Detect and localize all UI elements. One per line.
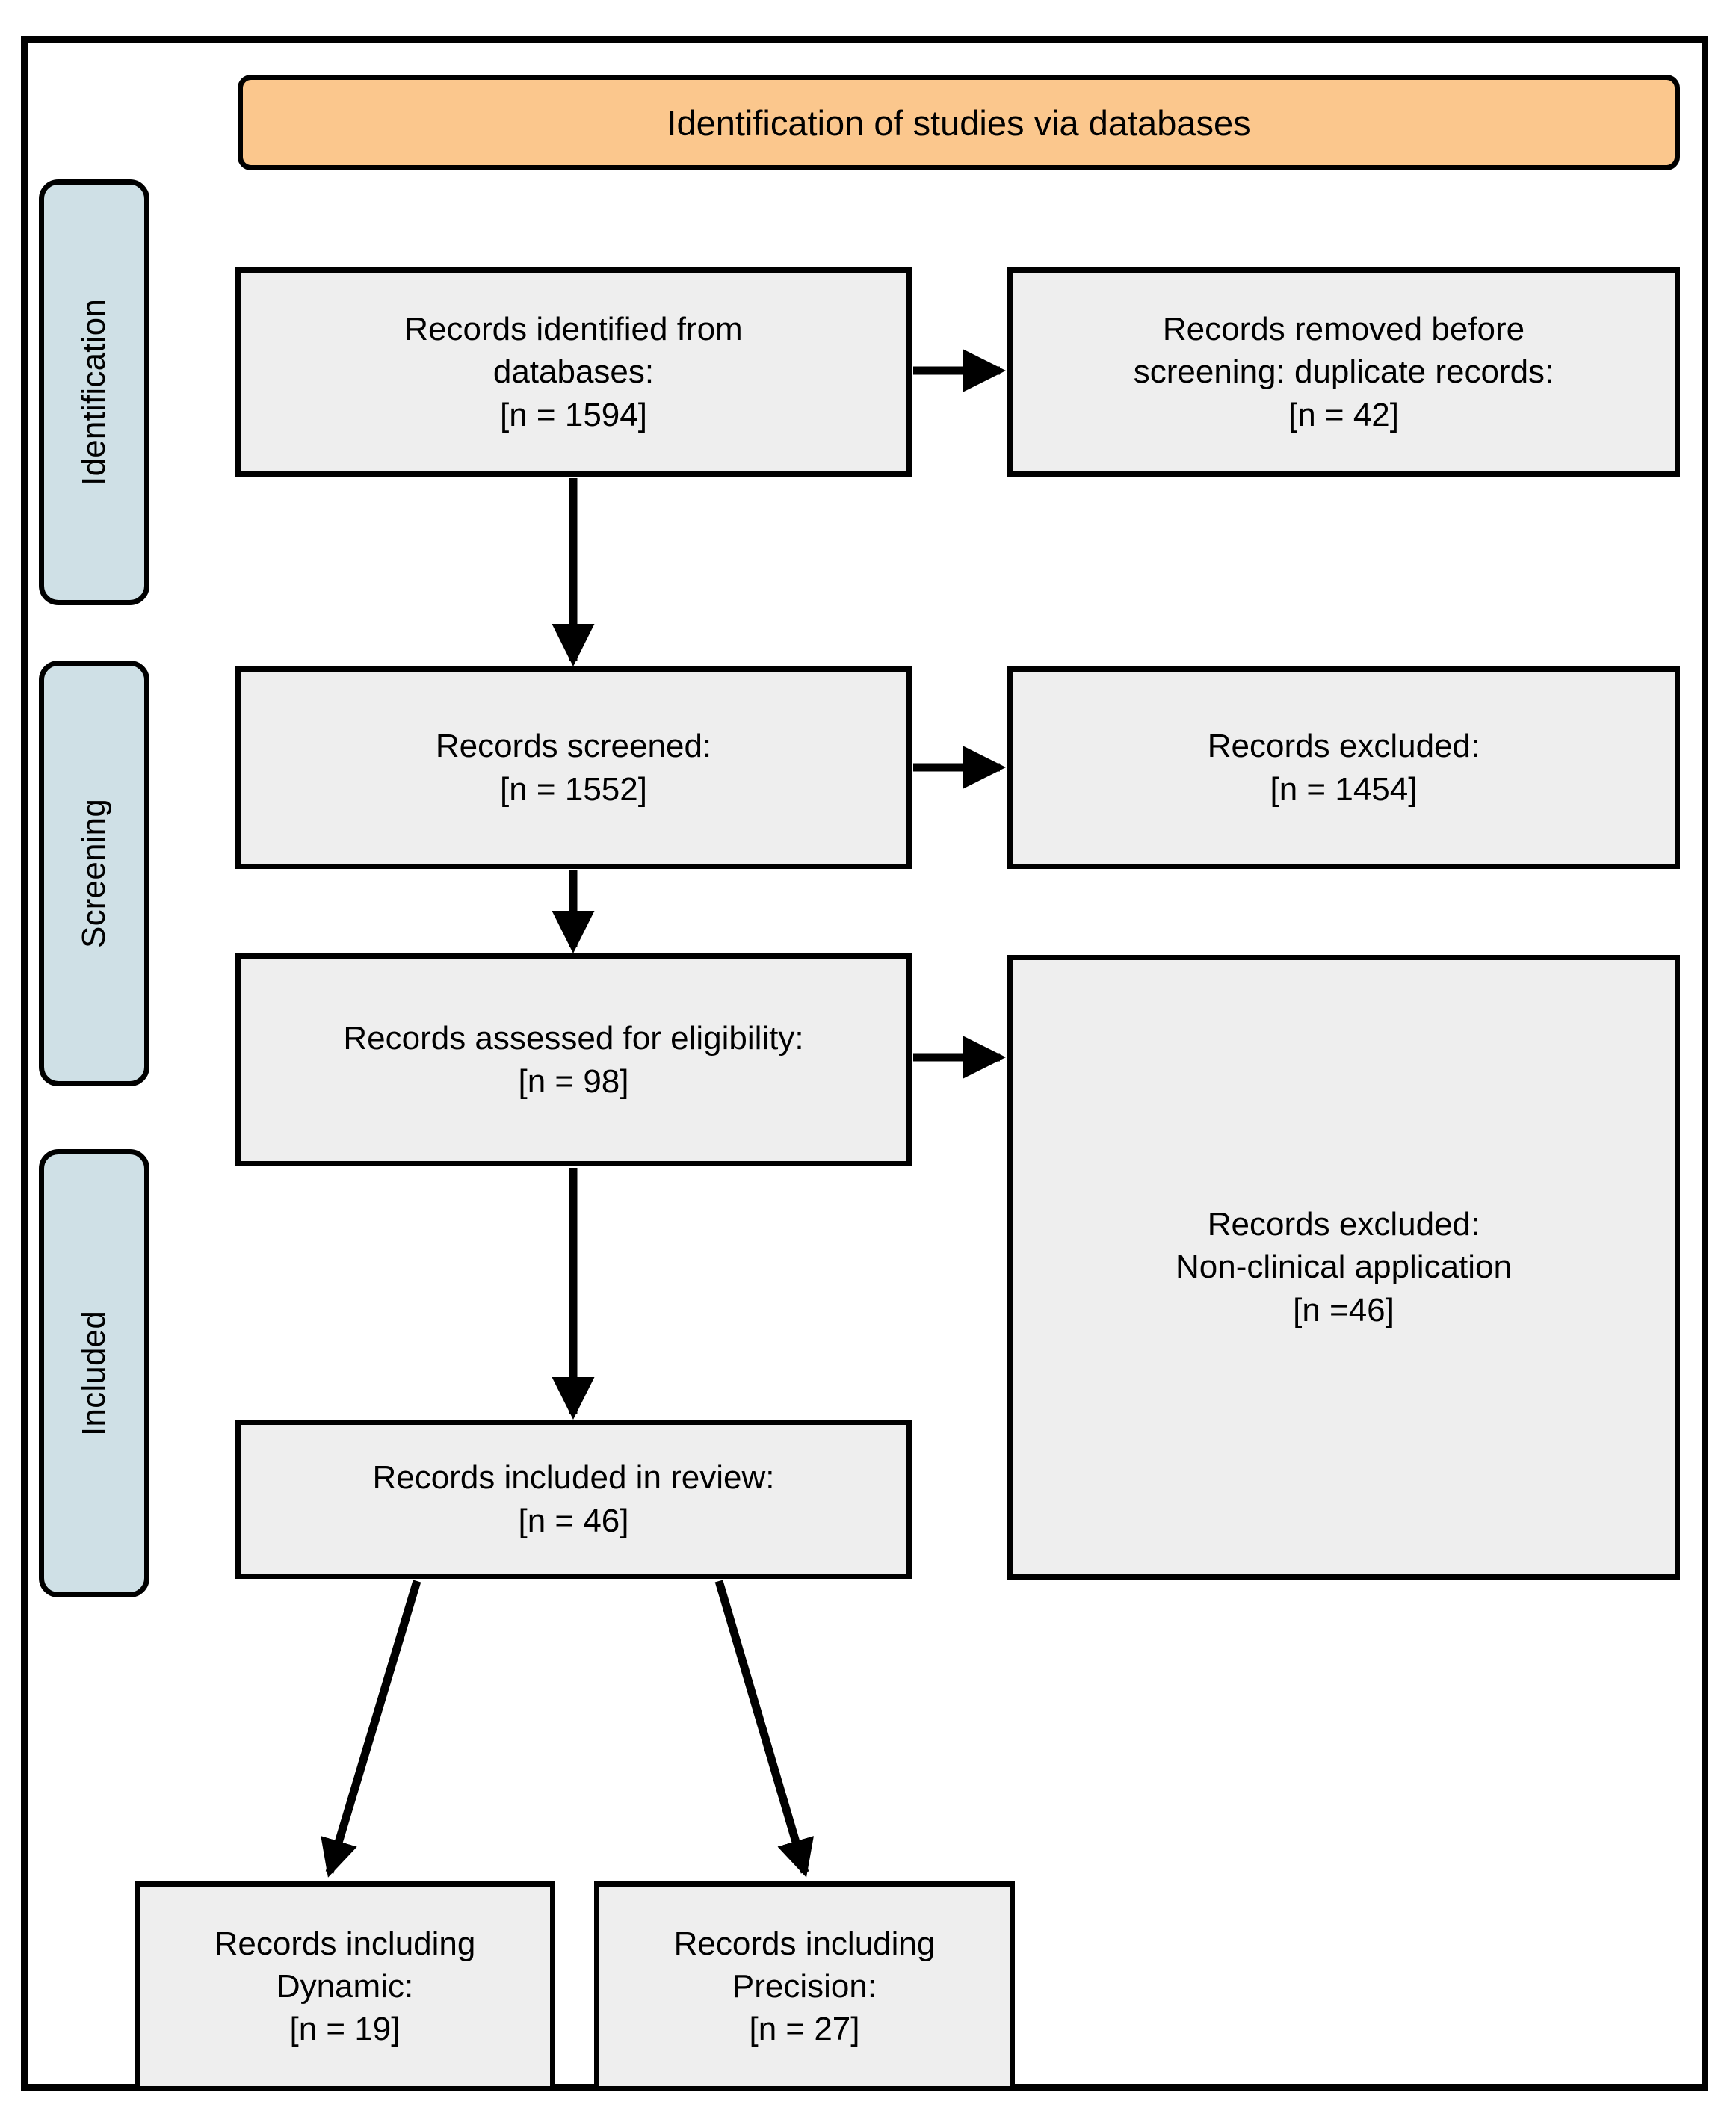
box-records-removed-before-screening: Records removed before screening: duplic…	[1007, 267, 1680, 477]
box-records-screened-text: Records screened: [n = 1552]	[435, 728, 712, 808]
box-records-included-in-review: Records included in review: [n = 46]	[235, 1420, 912, 1579]
box-records-assessed-for-eligibility: Records assessed for eligibility: [n = 9…	[235, 953, 912, 1166]
stage-label-identification-text: Identification	[75, 299, 112, 486]
box-records-including-dynamic: Records including Dynamic: [n = 19]	[135, 1881, 555, 2091]
stage-label-included-text: Included	[75, 1311, 112, 1436]
stage-label-screening: Screening	[39, 661, 149, 1086]
box-records-screened: Records screened: [n = 1552]	[235, 666, 912, 869]
box-records-identified-text: Records identified from databases: [n = …	[404, 311, 743, 433]
stage-label-identification: Identification	[39, 179, 149, 605]
banner-title: Identification of studies via databases	[667, 102, 1251, 143]
banner-identification-via-databases: Identification of studies via databases	[238, 75, 1680, 170]
box-records-including-precision-text: Records including Precision: [n = 27]	[673, 1925, 936, 2048]
box-records-excluded-non-clinical-text: Records excluded: Non-clinical applicati…	[1175, 1206, 1512, 1328]
stage-label-included: Included	[39, 1149, 149, 1597]
box-records-excluded-non-clinical: Records excluded: Non-clinical applicati…	[1007, 955, 1680, 1580]
box-records-included-in-review-text: Records included in review: [n = 46]	[372, 1459, 775, 1539]
box-records-excluded-screening-text: Records excluded: [n = 1454]	[1207, 728, 1480, 808]
box-records-including-precision: Records including Precision: [n = 27]	[594, 1881, 1015, 2091]
box-records-identified-from-databases: Records identified from databases: [n = …	[235, 267, 912, 477]
box-records-removed-text: Records removed before screening: duplic…	[1133, 311, 1554, 433]
box-records-assessed-text: Records assessed for eligibility: [n = 9…	[343, 1020, 804, 1100]
box-records-including-dynamic-text: Records including Dynamic: [n = 19]	[214, 1925, 476, 2048]
box-records-excluded-screening: Records excluded: [n = 1454]	[1007, 666, 1680, 869]
stage-label-screening-text: Screening	[75, 799, 112, 948]
